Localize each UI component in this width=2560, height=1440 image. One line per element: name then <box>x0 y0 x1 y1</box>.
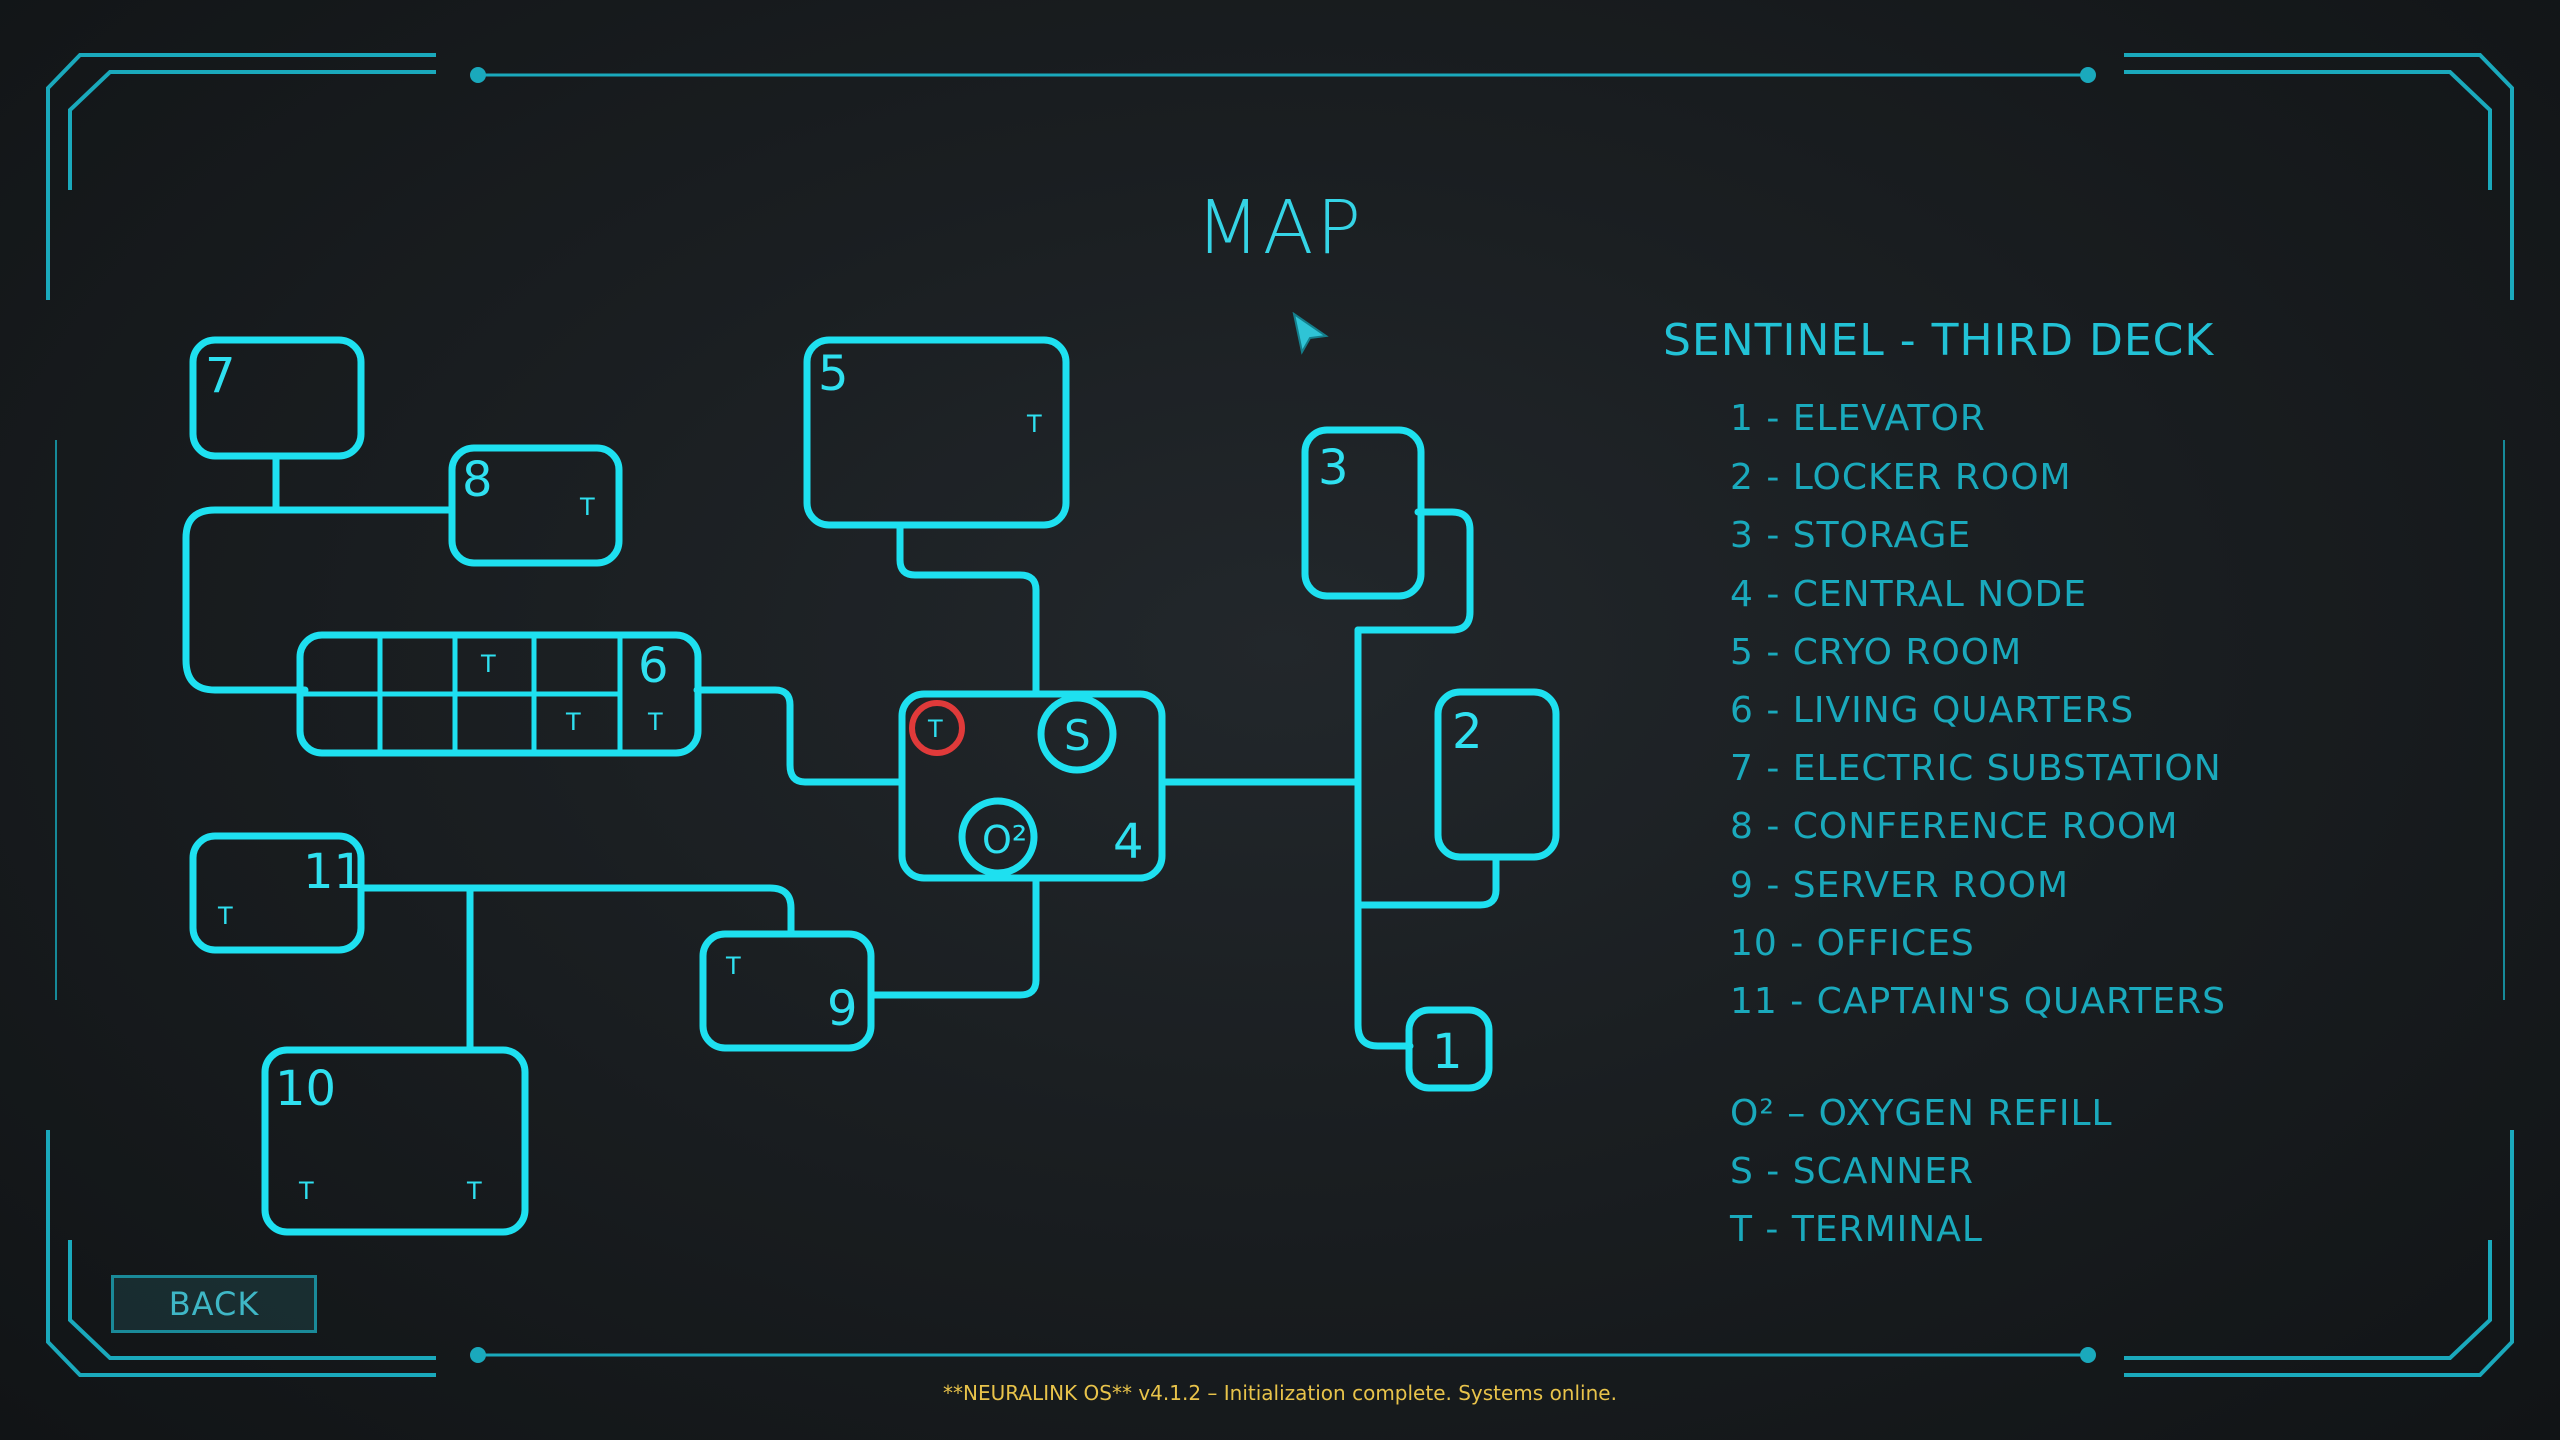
legend-item-9: 9 - SERVER ROOM <box>1730 865 2069 906</box>
corridor-5-4 <box>896 522 1040 698</box>
current-location-marker <box>909 700 965 756</box>
cursor-icon <box>1292 312 1329 355</box>
room-number-6: 6 <box>638 638 669 694</box>
terminal-marker: T <box>579 493 595 521</box>
legend-item-11: 11 - CAPTAIN'S QUARTERS <box>1730 981 2227 1022</box>
legend-item-2: 2 - LOCKER ROOM <box>1730 457 2072 498</box>
corridor-2 <box>1354 853 1500 909</box>
terminal-marker: T <box>565 708 581 736</box>
oxygen-refill-marker <box>958 797 1038 877</box>
legend-item-5: 5 - CRYO ROOM <box>1730 632 2023 673</box>
room-3 <box>1301 426 1425 600</box>
room-number-4: 4 <box>1113 814 1144 870</box>
room-number-1: 1 <box>1432 1024 1463 1080</box>
room-number-11: 11 <box>303 844 364 900</box>
corridor-7-6 <box>182 454 309 694</box>
corridor-3 <box>1354 508 1474 634</box>
room-4 <box>898 690 1166 882</box>
scanner-glyph: S <box>1064 711 1091 760</box>
terminal-marker: T <box>480 650 496 678</box>
corridor-11 <box>358 884 795 938</box>
corridor-6-4 <box>693 686 906 786</box>
room-number-9: 9 <box>827 981 858 1037</box>
scanner-marker <box>1037 694 1117 774</box>
room-numbers: 7 8 6 5 3 2 1 4 11 9 10 <box>205 346 1483 1117</box>
room-number-3: 3 <box>1318 440 1349 496</box>
legend-item-6: 6 - LIVING QUARTERS <box>1730 690 2135 731</box>
back-button[interactable]: BACK <box>111 1275 317 1333</box>
room-5 <box>803 336 1070 529</box>
terminal-marker: T <box>647 708 663 736</box>
legend-symbol-oxygen: O² – OXYGEN REFILL <box>1730 1093 2113 1134</box>
room-number-7: 7 <box>205 348 236 404</box>
room-11 <box>189 832 365 954</box>
room-10 <box>261 1046 529 1236</box>
corridor-4-9 <box>868 874 1040 999</box>
room-number-8: 8 <box>462 452 493 508</box>
room-1 <box>1405 1006 1493 1092</box>
terminal-marker: T <box>927 715 943 743</box>
terminal-marker: T <box>217 902 233 930</box>
corridor-spine <box>1354 626 1414 1050</box>
terminal-marker: T <box>725 952 741 980</box>
legend-symbol-scanner: S - SCANNER <box>1730 1151 1974 1192</box>
legend-item-3: 3 - STORAGE <box>1730 515 1972 556</box>
legend-item-7: 7 - ELECTRIC SUBSTATION <box>1730 748 2222 789</box>
terminal-marker: T <box>466 1177 482 1205</box>
terminal-marker: T <box>298 1177 314 1205</box>
legend-item-1: 1 - ELEVATOR <box>1730 398 1986 439</box>
legend-item-10: 10 - OFFICES <box>1730 923 1975 964</box>
legend-symbol-terminal: T - TERMINAL <box>1730 1209 1983 1250</box>
deck-title: SENTINEL - THIRD DECK <box>1663 315 2215 366</box>
room-6 <box>296 631 702 757</box>
room-9 <box>699 930 875 1052</box>
room-2 <box>1434 688 1560 861</box>
oxygen-glyph: O² <box>982 818 1027 862</box>
terminal-markers: T T T T T T T T T T <box>217 410 1042 1205</box>
room-7 <box>189 336 365 460</box>
terminal-marker: T <box>1026 410 1042 438</box>
legend-item-4: 4 - CENTRAL NODE <box>1730 574 2087 615</box>
room-number-5: 5 <box>818 346 849 402</box>
room-8 <box>448 444 623 567</box>
status-line: **NEURALINK OS** v4.1.2 – Initialization… <box>943 1381 1617 1405</box>
room-number-10: 10 <box>275 1061 336 1117</box>
legend-item-8: 8 - CONFERENCE ROOM <box>1730 806 2179 847</box>
page-title: MAP <box>1195 185 1365 271</box>
room-number-2: 2 <box>1452 704 1483 760</box>
